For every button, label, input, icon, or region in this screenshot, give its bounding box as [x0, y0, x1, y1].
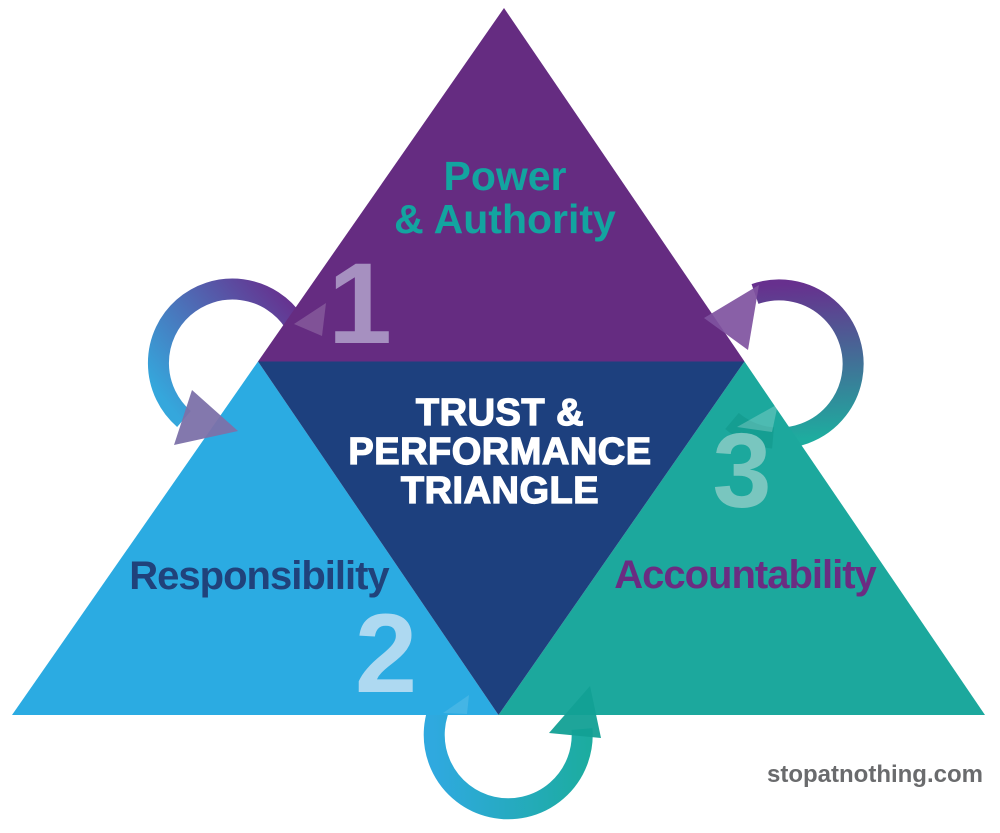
center-title-line3: TRIANGLE: [401, 470, 599, 512]
cycle-arrow-left-arc: [147, 278, 303, 427]
accountability-number: 3: [713, 412, 772, 530]
responsibility-number: 2: [355, 591, 417, 716]
responsibility-triangle: [12, 361, 499, 715]
arrow-tail-overlays: [294, 303, 778, 714]
responsibility-label: Responsibility: [129, 554, 390, 598]
power-label-line2: & Authority: [394, 196, 616, 242]
left-arrow-tail-highlight: [294, 303, 326, 336]
center-title-line2: PERFORMANCE: [348, 431, 651, 473]
left-arrowhead-icon: [174, 390, 238, 445]
cycle-arrowheads: [174, 285, 759, 738]
bottom-arrow-tail-highlight: [443, 695, 469, 714]
right-arrow-tail-highlight: [737, 404, 778, 432]
accountability-label: Accountability: [614, 553, 877, 597]
center-title-line1: TRUST &: [416, 392, 584, 434]
right-arrowhead-icon: [704, 285, 759, 350]
right-arrow-tail-segment: [725, 412, 775, 449]
center-triangle: [258, 361, 745, 715]
center-title: TRUST & PERFORMANCE TRIANGLE: [348, 391, 652, 512]
watermark-url: stopatnothing.com: [767, 761, 983, 788]
accountability-triangle: [498, 361, 985, 715]
power-number: 1: [328, 240, 392, 368]
power-authority-triangle: [258, 8, 745, 362]
cycle-arrow-bottom-arc: [423, 692, 593, 820]
bottom-arrowhead-icon: [549, 686, 601, 738]
power-label-line1: Power: [443, 153, 566, 199]
